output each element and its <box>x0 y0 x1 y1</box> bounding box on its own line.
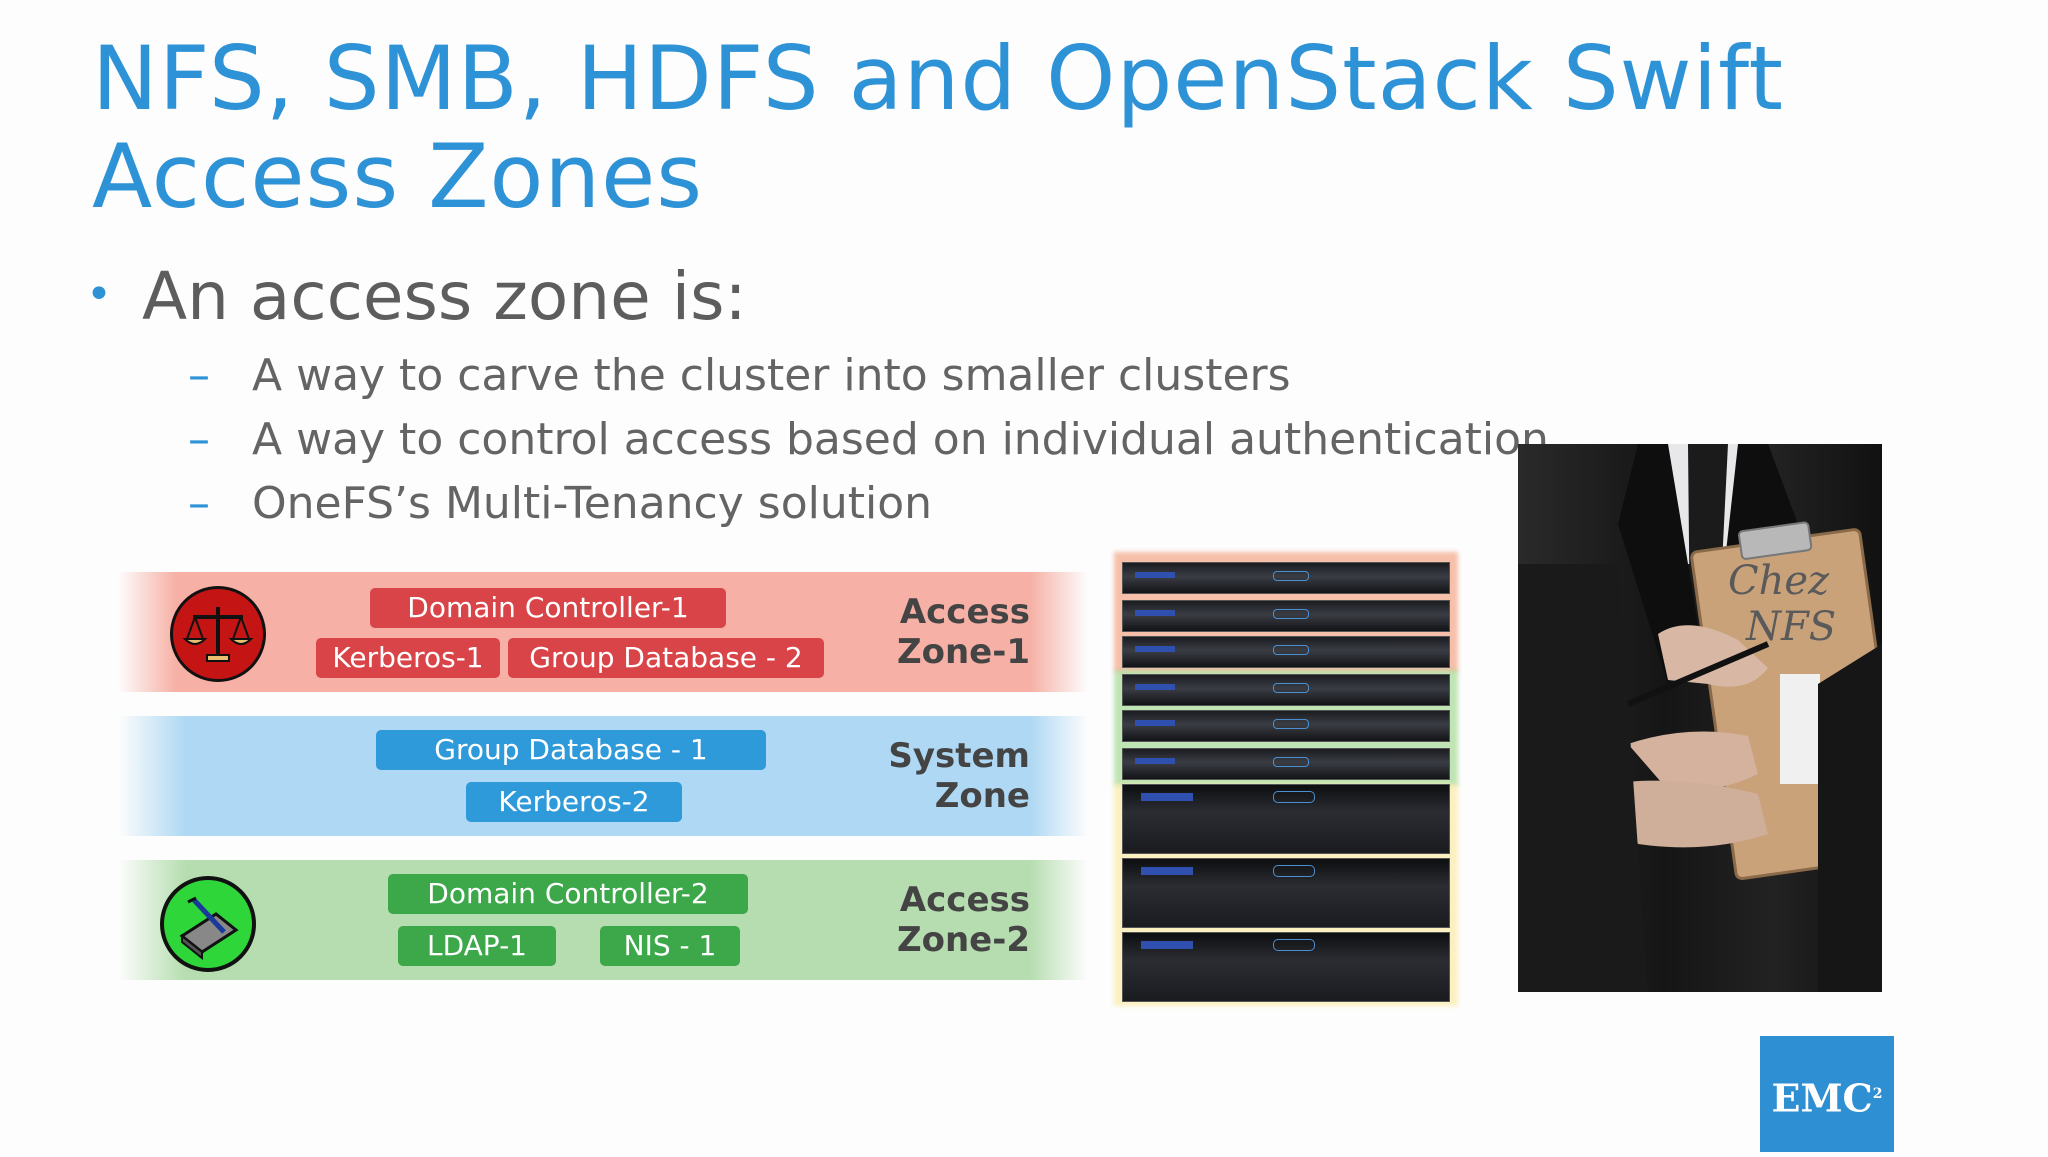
system-zone-label: System Zone <box>860 736 1030 816</box>
domain-controller-1-chip: Domain Controller-1 <box>370 588 726 628</box>
sub-bullet: –A way to carve the cluster into smaller… <box>188 350 1291 401</box>
ldap-1-chip: LDAP-1 <box>398 926 556 966</box>
server-unit <box>1122 674 1450 706</box>
access-zone-2-label: Access Zone-2 <box>860 880 1030 960</box>
server-rack-image <box>1114 552 1458 1006</box>
server-unit <box>1122 932 1450 1002</box>
kerberos-1-chip: Kerberos-1 <box>316 638 500 678</box>
dash-icon: – <box>188 350 210 401</box>
server-unit <box>1122 858 1450 928</box>
slide-title-line2: Access Zones <box>92 125 704 228</box>
sub-bullet: –OneFS’s Multi-Tenancy solution <box>188 478 932 529</box>
nis-1-chip: NIS - 1 <box>600 926 740 966</box>
server-unit <box>1122 710 1450 742</box>
server-unit <box>1122 636 1450 668</box>
slide-title-line1: NFS, SMB, HDFS and OpenStack Swift <box>92 27 1785 130</box>
emc-logo: EMC2 <box>1760 1036 1894 1152</box>
main-bullet-text: An access zone is: <box>141 258 747 335</box>
clipboard-text-line2: NFS <box>1745 604 1836 650</box>
zone-label-line: System <box>888 736 1030 776</box>
group-database-2-chip: Group Database - 2 <box>508 638 824 678</box>
zone-label-line: Access <box>899 880 1030 920</box>
zone-label-line: Zone-1 <box>896 632 1030 672</box>
sub-bullet-text: A way to control access based on individ… <box>252 414 1549 465</box>
zone-label-line: Zone-2 <box>896 920 1030 960</box>
dash-icon: – <box>188 414 210 465</box>
emc-logo-superscript: 2 <box>1872 1086 1883 1102</box>
dash-icon: – <box>188 478 210 529</box>
group-database-1-chip: Group Database - 1 <box>376 730 766 770</box>
scales-of-justice-icon <box>170 586 266 682</box>
emc-logo-text: EMC <box>1771 1075 1873 1121</box>
sub-bullet-text: A way to carve the cluster into smaller … <box>252 350 1291 401</box>
server-unit <box>1122 600 1450 632</box>
sub-bullet: –A way to control access based on indivi… <box>188 414 1549 465</box>
server-unit <box>1122 562 1450 594</box>
access-zone-1-label: Access Zone-1 <box>860 592 1030 672</box>
main-bullet: • An access zone is: <box>86 258 747 335</box>
zone-label-line: Zone <box>934 776 1030 816</box>
kerberos-2-chip: Kerberos-2 <box>466 782 682 822</box>
bullet-dot-icon: • <box>86 269 112 320</box>
sub-bullet-text: OneFS’s Multi-Tenancy solution <box>252 478 933 529</box>
man-with-clipboard-photo: Chez NFS <box>1518 444 1882 992</box>
writing-desk-icon <box>160 876 256 972</box>
slide-title: NFS, SMB, HDFS and OpenStack Swift Acces… <box>92 30 1784 226</box>
zone-label-line: Access <box>899 592 1030 632</box>
server-unit <box>1122 748 1450 780</box>
clipboard-text-line1: Chez <box>1728 558 1830 604</box>
domain-controller-2-chip: Domain Controller-2 <box>388 874 748 914</box>
server-unit <box>1122 784 1450 854</box>
